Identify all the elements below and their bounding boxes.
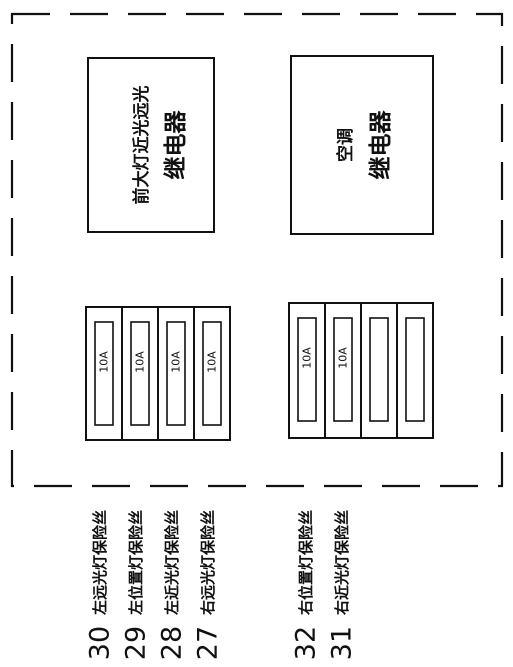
fuse-label-31: 右近光灯保险丝 xyxy=(333,510,351,615)
fuse-group-right: 10A 10A xyxy=(288,302,434,439)
relay-headlight-line-2: 继电器 xyxy=(162,110,189,180)
fuse-labels: 左远光灯保险丝 左位置灯保险丝 左近光灯保险丝 右远光灯保险丝 右位置灯保险丝 … xyxy=(91,510,351,616)
fuse-rating: 10A xyxy=(301,347,314,369)
fuse-number-28: 28 xyxy=(157,626,188,660)
fuse-element xyxy=(369,317,389,422)
fuse-number-30: 30 xyxy=(85,626,116,660)
fuse-slot-frame xyxy=(396,302,434,439)
fuse-number-32: 32 xyxy=(291,626,322,660)
relay-ac-box xyxy=(290,55,434,235)
fuse-box-outline xyxy=(10,12,504,488)
fuse-rating: 10A xyxy=(337,347,350,369)
fuse-label-29: 左位置灯保险丝 xyxy=(127,510,145,616)
relay-headlight: 前大灯近光远光 继电器 xyxy=(87,57,215,233)
fuse-element xyxy=(94,321,114,426)
fuse-number-29: 29 xyxy=(121,626,152,660)
relay-ac: 空调 继电器 xyxy=(290,55,434,235)
fuse-element xyxy=(166,321,186,426)
fuse-rating: 10A xyxy=(98,351,111,373)
fuse-element xyxy=(405,317,425,422)
fuse-group-left: 10A 10A 10A 10A xyxy=(85,306,231,441)
fuse-label-27: 右远光灯保险丝 xyxy=(199,510,217,615)
fuse-label-30: 左远光灯保险丝 xyxy=(91,510,109,616)
fuse-label-32: 右位置灯保险丝 xyxy=(297,510,315,615)
fuse-numbers: 30 29 28 27 32 31 xyxy=(85,626,358,660)
fuse-slot: 10A xyxy=(157,306,195,441)
fuse-slot-frame xyxy=(193,306,231,441)
fuse-rating: 10A xyxy=(206,351,219,373)
fuse-element xyxy=(202,321,222,426)
fuse-element xyxy=(297,317,317,422)
relay-headlight-line-1: 前大灯近光远光 xyxy=(131,86,152,205)
fuse-element xyxy=(130,321,150,426)
fuse-slot: 10A xyxy=(288,302,326,439)
relay-ac-line-2: 继电器 xyxy=(367,110,394,180)
fuse-slot-empty xyxy=(396,302,434,439)
fuse-number-27: 27 xyxy=(193,626,224,660)
fuse-element xyxy=(333,317,353,422)
fuse-number-31: 31 xyxy=(327,626,358,660)
fuse-rating: 10A xyxy=(134,351,147,373)
fuse-rating: 10A xyxy=(170,351,183,373)
fuse-slot: 10A xyxy=(193,306,231,441)
relay-ac-line-1: 空调 xyxy=(335,128,356,162)
relay-headlight-box xyxy=(87,57,215,233)
fuse-label-28: 左近光灯保险丝 xyxy=(163,510,181,616)
